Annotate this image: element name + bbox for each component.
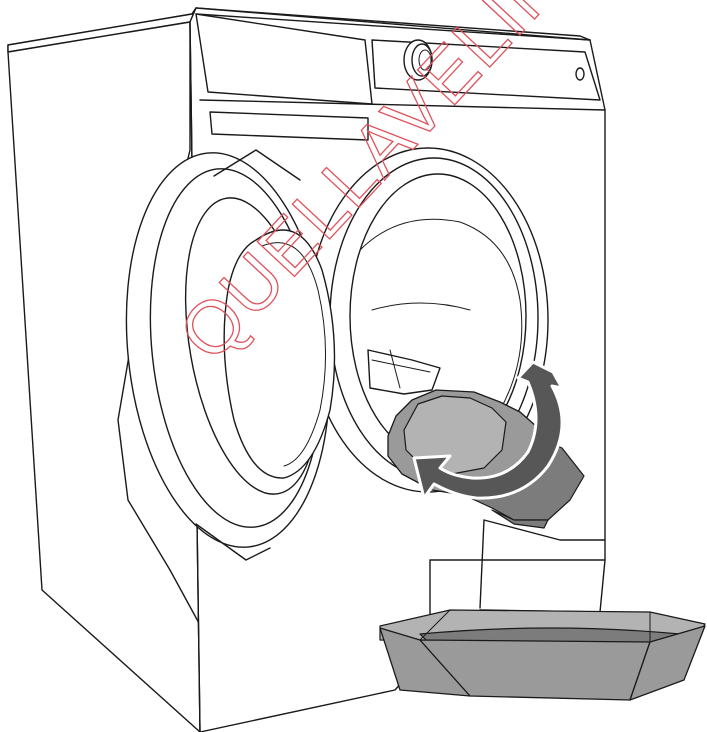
power-button[interactable] <box>576 68 584 80</box>
drain-tray <box>380 610 705 700</box>
